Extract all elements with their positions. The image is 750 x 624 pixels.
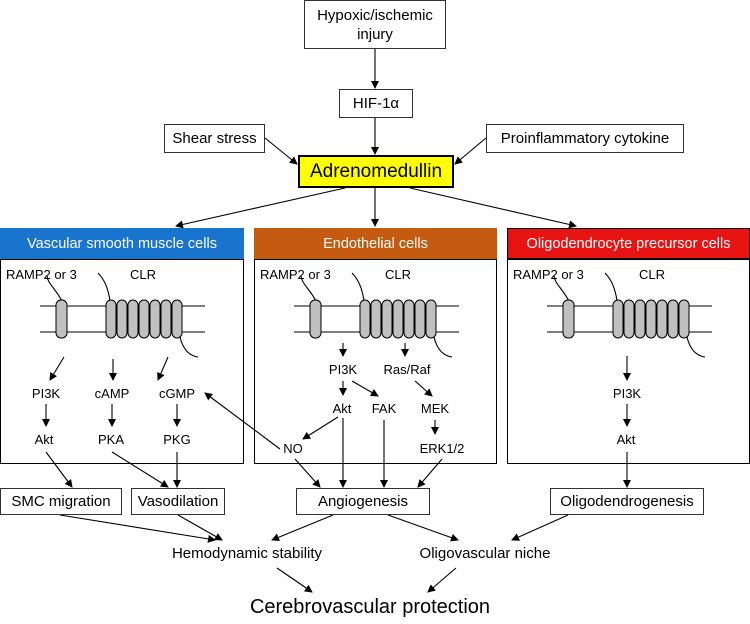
endo-clr-ntail [351,272,365,302]
opc-clr-ntail [604,272,618,302]
vsmc-ramp-tail [46,275,63,302]
vsmc-clr-helix [149,299,161,339]
endo-ramp-helix [309,299,322,339]
endo-erk: ERK1/2 [419,441,465,456]
opc-ramp-helix [562,299,575,339]
endo-clr-ctail [433,336,453,358]
endo-clr-helix [392,299,404,339]
vsmc-clr-helix [160,299,172,339]
endo-clr-helix [425,299,437,339]
arrow-shear-adm [264,137,298,165]
vsmc-clr-helix [116,299,128,339]
opc-akt: Akt [616,432,636,447]
endo-clr-helix [370,299,382,339]
oligovascular-niche-label: Oligovascular niche [419,545,551,562]
arrow-oligo-niche [511,514,569,541]
arrow-smc-hemodynamic [59,514,216,543]
arrow-endo-mek [414,380,433,397]
arrows [42,49,631,593]
vsmc-camp: cAMP [94,386,130,401]
vsmc-header: Vascular smooth muscle cells [0,228,244,259]
vsmc-ramp-label: RAMP2 or 3 [6,267,77,282]
endo-clr-helix [403,299,415,339]
arrow-akt-smcmigration [45,451,73,488]
vsmc-clr-ctail [179,336,199,358]
arrow-hemodynamic-protection [276,567,313,593]
hypoxic-ischemic-injury-box: Hypoxic/ischemic injury [304,0,446,49]
arrow-akt-no [302,416,339,440]
vsmc-ramp-helix [55,299,68,339]
opc-clr-helix [656,299,668,339]
smc-migration-box: SMC migration [0,488,122,515]
endo-pi3k: PI3K [328,362,358,377]
proinflammatory-cytokine-box: Proinflammatory cytokine [486,124,684,153]
hif1a-box: HIF-1α [339,89,413,118]
vsmc-clr-helix [105,299,117,339]
arrow-angio-niche [387,514,459,542]
vsmc-clr-label: CLR [129,267,157,282]
opc-clr-helix [634,299,646,339]
arrow-cytokine-adm [454,137,487,165]
vsmc-cgmp: cGMP [158,386,196,401]
vasodilation-box: Vasodilation [131,488,225,515]
arrow-vaso-hemodynamic [177,514,223,541]
arrow-no-cgmp [204,392,281,450]
vsmc-panel [0,259,244,464]
opc-clr-ctail [686,336,706,358]
opc-clr-helix [645,299,657,339]
endothelial-panel [254,259,497,464]
opc-header: Oligodendrocyte precursor cells [507,228,750,259]
adrenomedullin-box: Adrenomedullin [298,155,454,188]
cerebrovascular-protection-label: Cerebrovascular protection [249,596,491,618]
arrow-endo-fak [351,380,379,397]
vsmc-pkg: PKG [163,432,191,447]
endo-clr-helix [414,299,426,339]
endothelial-header: Endothelial cells [254,228,497,259]
vsmc-pi3k: PI3K [31,386,61,401]
shear-stress-box: Shear stress [164,124,265,153]
endo-fak: FAK [371,401,397,416]
opc-pi3k: PI3K [612,386,642,401]
endo-clr-helix [359,299,371,339]
endo-clr-helix [381,299,393,339]
hemodynamic-stability-label: Hemodynamic stability [171,545,323,562]
vsmc-clr-helix [138,299,150,339]
vsmc-clr-helix [171,299,183,339]
opc-ramp-label: RAMP2 or 3 [513,267,584,282]
angiogenesis-box: Angiogenesis [296,488,430,515]
endo-rasraf: Ras/Raf [383,362,431,377]
opc-ramp-tail [553,275,570,302]
endo-ramp-tail [300,275,317,302]
endo-ramp-label: RAMP2 or 3 [260,267,331,282]
vsmc-akt: Akt [34,432,54,447]
arrow-vsmc-cgmp [157,356,169,381]
opc-clr-helix [623,299,635,339]
vsmc-pka: PKA [97,432,125,447]
vsmc-clr-helix [127,299,139,339]
oligodendrogenesis-box: Oligodendrogenesis [550,488,704,515]
arrow-angio-hemodynamic [271,514,334,542]
arrow-pka-vasodilation [111,451,169,488]
opc-clr-helix [667,299,679,339]
endo-no: NO [283,441,303,456]
opc-clr-label: CLR [638,267,666,282]
vsmc-clr-ntail [97,272,111,302]
endo-akt: Akt [332,401,352,416]
cell-membranes [40,272,712,358]
opc-clr-helix [678,299,690,339]
arrow-adm-vsmc [175,187,346,229]
arrow-adm-opc [409,187,577,229]
endo-clr-label: CLR [384,267,412,282]
endo-mek: MEK [420,401,450,416]
arrow-niche-protection [427,567,457,593]
arrow-vsmc-pi3k [49,356,65,381]
opc-clr-helix [612,299,624,339]
